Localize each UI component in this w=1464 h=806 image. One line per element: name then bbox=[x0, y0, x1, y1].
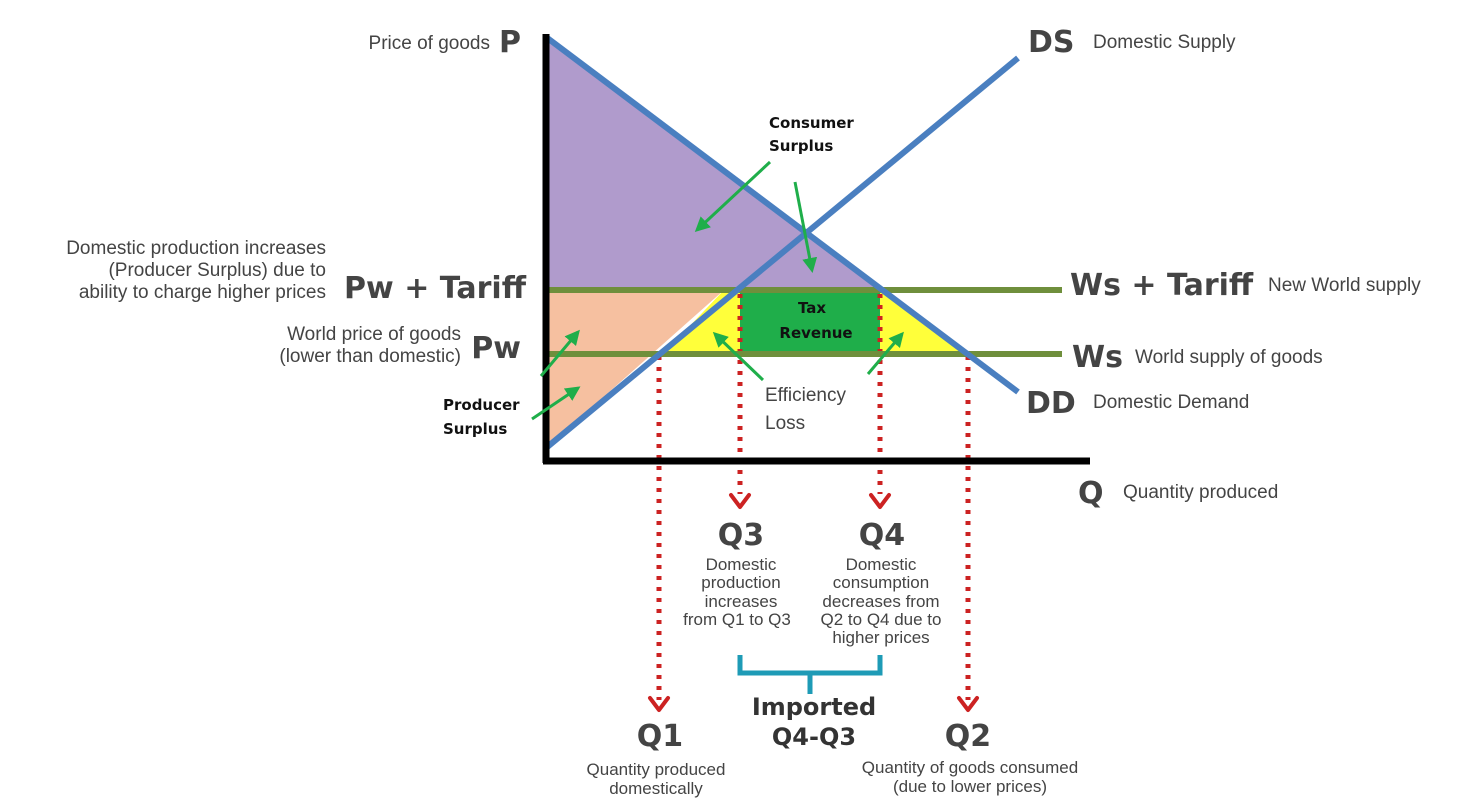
domestic-demand-curve bbox=[544, 34, 1020, 395]
consumer-surplus-label-line2: Surplus bbox=[769, 137, 833, 155]
q4-desc-line3: decreases from bbox=[822, 592, 939, 611]
consumer-surplus-arrow-left bbox=[694, 160, 772, 233]
pw-desc-line2: (lower than domestic) bbox=[279, 346, 461, 367]
efficiency-loss-label-line1: Efficiency bbox=[765, 385, 846, 406]
q1-code: Q1 bbox=[637, 719, 683, 754]
producer-surplus-arrow-upper bbox=[539, 329, 580, 377]
dd-label: Domestic Demand bbox=[1093, 392, 1249, 413]
pw-tariff-desc-line3: ability to charge higher prices bbox=[79, 282, 326, 303]
x-axis-letter: Q bbox=[1078, 476, 1104, 511]
producer-surplus-label-line1: Producer bbox=[443, 396, 520, 414]
efficiency-loss-arrow-right bbox=[866, 331, 904, 375]
producer-surplus-arrow-lower bbox=[531, 386, 581, 421]
q4-desc-line2: consumption bbox=[833, 573, 929, 592]
domestic-supply-curve bbox=[544, 55, 1020, 451]
q2-code: Q2 bbox=[945, 719, 991, 754]
tax-revenue-label-line2: Revenue bbox=[779, 324, 852, 342]
q3-code: Q3 bbox=[718, 518, 764, 553]
q3-desc-line2: production bbox=[701, 573, 780, 592]
q4-code: Q4 bbox=[859, 518, 905, 553]
pw-code: Pw bbox=[471, 331, 521, 366]
ws-code: Ws bbox=[1072, 340, 1123, 375]
imported-label-line1: Imported bbox=[752, 693, 876, 721]
q2-desc-line1: Quantity of goods consumed bbox=[862, 758, 1078, 777]
consumer-surplus-label-line1: Consumer bbox=[769, 114, 854, 132]
q4-desc-line4: Q2 to Q4 due to bbox=[821, 610, 942, 629]
q3-arrowhead bbox=[729, 493, 751, 509]
imported-label-line2: Q4-Q3 bbox=[772, 723, 856, 751]
ws-label: World supply of goods bbox=[1135, 347, 1323, 368]
pw-tariff-code: Pw + Tariff bbox=[344, 271, 527, 306]
q1-desc-line1: Quantity produced bbox=[587, 760, 726, 779]
dd-code: DD bbox=[1026, 386, 1076, 421]
q3-desc-line3: increases bbox=[705, 592, 778, 611]
y-axis-letter: P bbox=[499, 25, 521, 60]
pw-desc-line1: World price of goods bbox=[287, 324, 461, 345]
producer-surplus-label-line2: Surplus bbox=[443, 420, 507, 438]
efficiency-loss-label-line2: Loss bbox=[765, 413, 805, 434]
consumer-surplus-arrow-down bbox=[793, 181, 818, 273]
q1-arrowhead bbox=[648, 696, 670, 712]
tax-revenue-label-line1: Tax bbox=[798, 299, 826, 317]
q4-arrowhead bbox=[869, 493, 891, 509]
q4-desc-line5: higher prices bbox=[832, 628, 929, 647]
q3-desc-line1: Domestic bbox=[706, 555, 777, 574]
q2-desc-line2: (due to lower prices) bbox=[893, 777, 1047, 796]
pw-tariff-desc-line2: (Producer Surplus) due to bbox=[108, 260, 326, 281]
pw-tariff-desc-line1: Domestic production increases bbox=[66, 238, 326, 259]
tax-revenue-region bbox=[740, 290, 880, 354]
x-axis-label: Quantity produced bbox=[1123, 482, 1278, 503]
imported-bracket bbox=[737, 655, 883, 694]
efficiency-loss-arrow-left bbox=[712, 331, 765, 382]
ds-label: Domestic Supply bbox=[1093, 32, 1236, 53]
q3-desc-line4: from Q1 to Q3 bbox=[683, 610, 791, 629]
ds-code: DS bbox=[1028, 25, 1075, 60]
q1-desc-line2: domestically bbox=[609, 779, 703, 798]
q2-arrowhead bbox=[957, 696, 979, 712]
ws-tariff-label: New World supply bbox=[1268, 275, 1421, 296]
ws-tariff-code: Ws + Tariff bbox=[1070, 268, 1254, 303]
q4-desc-line1: Domestic bbox=[846, 555, 917, 574]
y-axis-label: Price of goods bbox=[369, 33, 490, 54]
